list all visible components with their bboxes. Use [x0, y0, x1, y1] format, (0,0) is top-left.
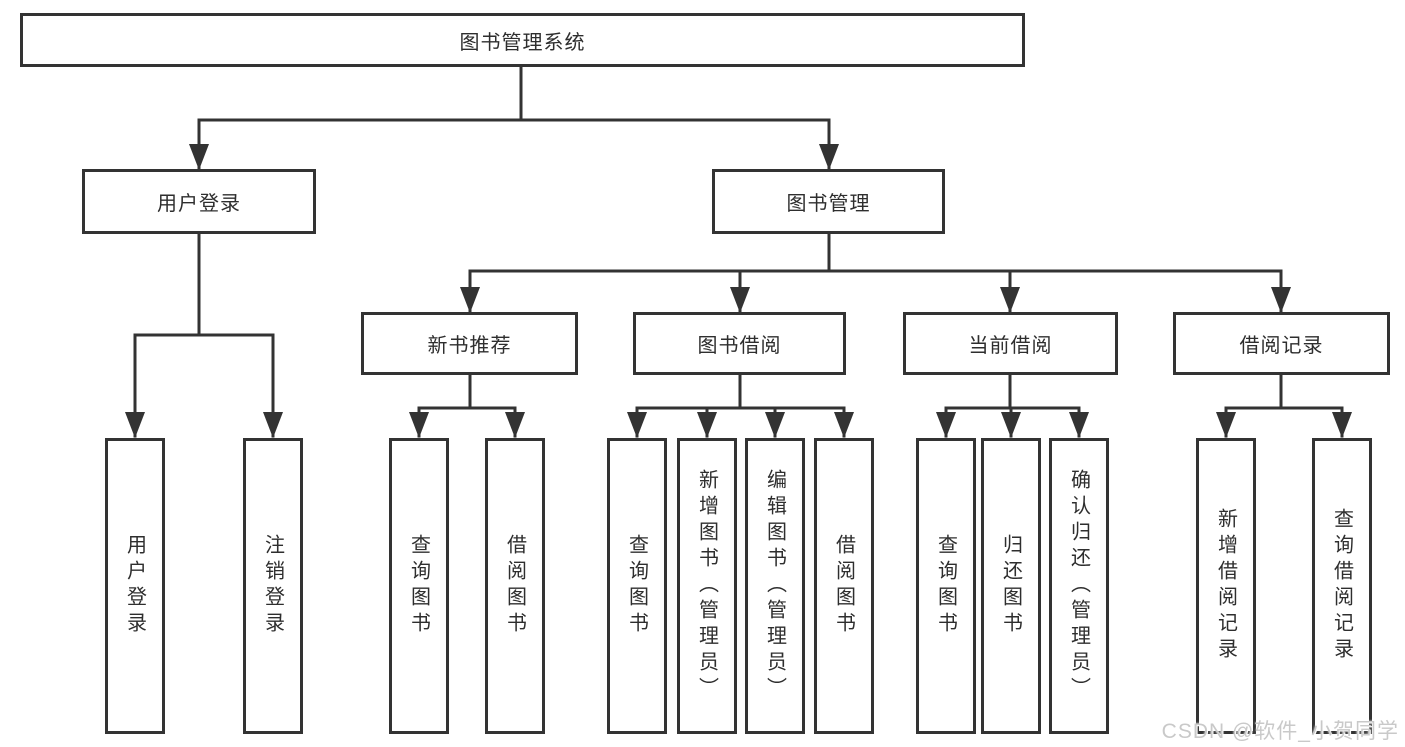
leaf-nb-borrow-books: 借阅图书	[485, 438, 545, 734]
leaf-br-query-record-label: 查询借阅记录	[1330, 508, 1353, 664]
leaf-nb-query-books-label: 查询图书	[407, 534, 430, 638]
leaf-bb-query-books-label: 查询图书	[625, 534, 648, 638]
leaf-cb-return-books-label: 归还图书	[999, 534, 1022, 638]
leaf-user-login-label: 用户登录	[123, 534, 146, 638]
leaf-br-add-record-label: 新增借阅记录	[1214, 508, 1237, 664]
leaf-cb-return-books: 归还图书	[981, 438, 1041, 734]
node-current-borrow: 当前借阅	[903, 312, 1118, 375]
leaf-nb-query-books: 查询图书	[389, 438, 449, 734]
node-root: 图书管理系统	[20, 13, 1025, 67]
leaf-cb-confirm-return-admin-label: 确认归还（管理员）	[1067, 469, 1090, 703]
leaf-logout-label: 注销登录	[261, 534, 284, 638]
leaf-user-login: 用户登录	[105, 438, 165, 734]
leaf-bb-edit-books-admin: 编辑图书（管理员）	[745, 438, 805, 734]
node-user-login: 用户登录	[82, 169, 316, 234]
leaf-logout: 注销登录	[243, 438, 303, 734]
leaf-bb-borrow-books: 借阅图书	[814, 438, 874, 734]
node-borrow-records: 借阅记录	[1173, 312, 1390, 375]
leaf-cb-query-books: 查询图书	[916, 438, 976, 734]
leaf-nb-borrow-books-label: 借阅图书	[503, 534, 526, 638]
leaf-bb-add-books-admin-label: 新增图书（管理员）	[695, 469, 718, 703]
leaf-cb-query-books-label: 查询图书	[934, 534, 957, 638]
node-new-book-recommend: 新书推荐	[361, 312, 578, 375]
node-book-borrow: 图书借阅	[633, 312, 846, 375]
leaf-br-add-record: 新增借阅记录	[1196, 438, 1256, 734]
leaf-bb-add-books-admin: 新增图书（管理员）	[677, 438, 737, 734]
leaf-bb-borrow-books-label: 借阅图书	[832, 534, 855, 638]
leaf-br-query-record: 查询借阅记录	[1312, 438, 1372, 734]
watermark: CSDN @软件_小贺同学	[1161, 720, 1399, 743]
leaf-cb-confirm-return-admin: 确认归还（管理员）	[1049, 438, 1109, 734]
arrowhead-icons	[125, 144, 1352, 438]
leaf-bb-query-books: 查询图书	[607, 438, 667, 734]
node-book-management: 图书管理	[712, 169, 945, 234]
leaf-bb-edit-books-admin-label: 编辑图书（管理员）	[763, 469, 786, 703]
